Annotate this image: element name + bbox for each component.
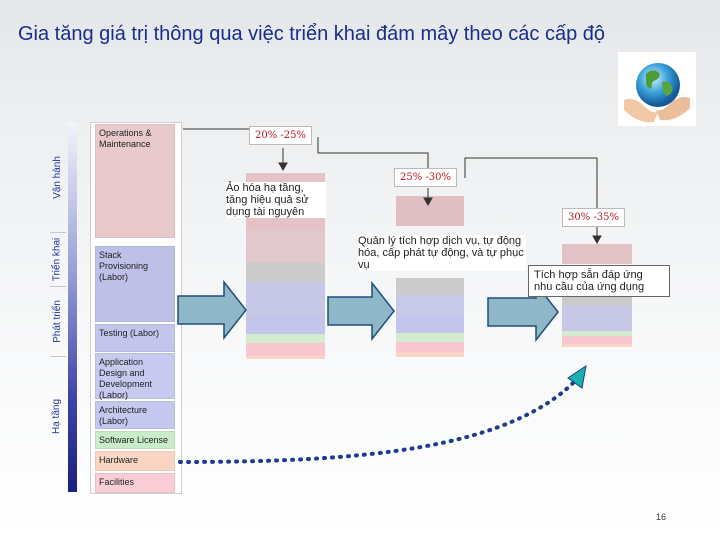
globe-icon <box>618 52 696 126</box>
down-arrow-icon <box>592 226 602 245</box>
phase-van-hanh-text: Vận hành <box>51 155 63 199</box>
stack-label-operations: Operations & Maintenance <box>95 124 175 238</box>
connector-line <box>464 157 598 210</box>
phase-label-van-hanh: Vận hành <box>50 122 64 232</box>
phase-gradient-bar <box>68 122 77 492</box>
connector-line <box>317 137 429 168</box>
stack-label-testing: Testing (Labor) <box>95 324 175 352</box>
phase-phat-trien-text: Phát triển <box>51 299 63 343</box>
stage-3-percent: 30% -35% <box>562 208 626 227</box>
slide-title: Gia tăng giá trị thông qua việc triển kh… <box>18 23 606 45</box>
phase-label-phat-trien: Phát triển <box>50 286 64 356</box>
stage-1-percent: 20% -25% <box>249 126 313 145</box>
dotted-curve-arrow-icon <box>178 364 587 464</box>
stack-label-provisioning: Stack Provisioning (Labor) <box>95 246 175 322</box>
down-arrow-icon <box>278 148 288 172</box>
phase-divider <box>50 232 66 233</box>
stage-2-note: Quản lý tích hợp dịch vụ, tự động hóa, c… <box>358 235 526 271</box>
stack-label-architecture: Architecture (Labor) <box>95 401 175 429</box>
phase-divider <box>50 286 66 287</box>
stack-label-app-design: Application Design and Development (Labo… <box>95 353 175 400</box>
right-arrow-icon <box>327 280 395 342</box>
stage-1-note: Ảo hóa hạ tầng, tăng hiệu quả sử dụng tà… <box>226 182 326 218</box>
page-number: 16 <box>656 512 667 522</box>
phase-label-trien-khai: Triển khai <box>50 232 64 286</box>
stack-label-facilities: Facilities <box>95 473 175 493</box>
phase-trien-khai-text: Triển khai <box>51 237 63 281</box>
stack-label-software: Software License <box>95 431 175 449</box>
phase-divider <box>50 356 66 357</box>
phase-label-ha-tang: Hạ tầng <box>50 356 64 476</box>
stage-2-percent: 25% -30% <box>394 168 458 187</box>
stack-label-hardware: Hardware <box>95 451 175 471</box>
right-arrow-icon <box>177 279 247 341</box>
stage-3-note: Tích hợp sẵn đáp ứng nhu cầu của ứng dụn… <box>528 265 670 297</box>
phase-ha-tang-text: Hạ tầng <box>51 398 63 434</box>
